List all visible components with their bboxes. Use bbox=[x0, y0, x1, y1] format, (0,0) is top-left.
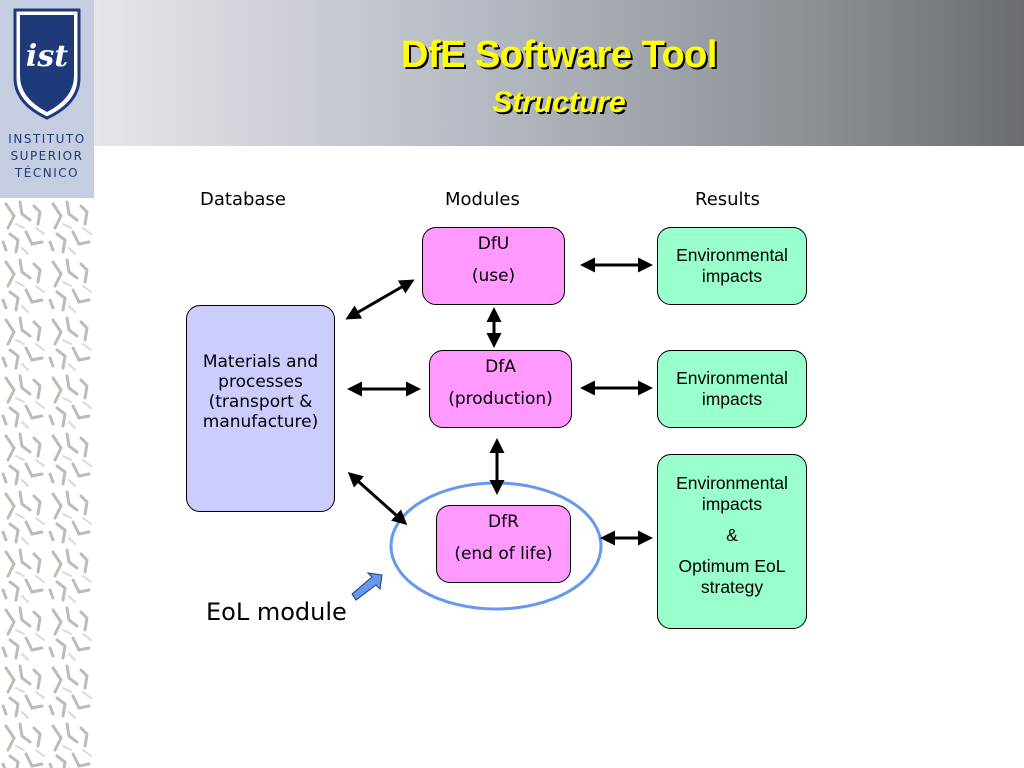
sidebar-decorative-pattern bbox=[0, 198, 94, 768]
database-line-3: (transport & bbox=[208, 392, 313, 412]
module-box-dfu: DfU (use) bbox=[422, 227, 565, 305]
module-box-dfa: DfA (production) bbox=[429, 350, 572, 428]
result-box-end-of-life: Environmental impacts & Optimum EoL stra… bbox=[657, 454, 807, 629]
result-box-use: Environmental impacts bbox=[657, 227, 807, 305]
module-box-dfr: DfR (end of life) bbox=[436, 505, 571, 583]
institution-line-2: SUPERIOR bbox=[10, 149, 84, 163]
ist-shield-logo: ist bbox=[13, 8, 81, 120]
sidebar: ist INSTITUTO SUPERIOR TÉCNICO bbox=[0, 0, 94, 768]
result-line: strategy bbox=[700, 577, 764, 597]
database-box: Materials and processes (transport & man… bbox=[186, 305, 335, 512]
result-line: impacts bbox=[701, 389, 763, 409]
result-line: impacts bbox=[701, 494, 763, 514]
result-line: Environmental bbox=[676, 473, 788, 493]
result-box-production: Environmental impacts bbox=[657, 350, 807, 428]
database-line-4: manufacture) bbox=[202, 412, 319, 432]
module-name: DfU bbox=[477, 234, 510, 254]
result-line: impacts bbox=[701, 266, 763, 286]
module-phase: (use) bbox=[471, 266, 516, 286]
module-name: DfR bbox=[488, 512, 519, 532]
arrow-db-to-dfr bbox=[347, 472, 408, 525]
result-line: & bbox=[726, 525, 738, 545]
module-phase: (end of life) bbox=[454, 544, 553, 564]
institution-logo-block: ist INSTITUTO SUPERIOR TÉCNICO bbox=[0, 0, 94, 198]
module-phase: (production) bbox=[448, 389, 553, 409]
eol-highlight-ellipse bbox=[389, 481, 603, 611]
slide-title: DfE Software Tool bbox=[401, 34, 717, 76]
logo-letters: ist bbox=[26, 39, 68, 74]
title-banner: DfE Software Tool Structure bbox=[94, 0, 1024, 146]
arrow-db-to-dfu bbox=[345, 279, 415, 320]
column-header-results: Results bbox=[695, 189, 760, 210]
slide-subtitle: Structure bbox=[492, 86, 626, 119]
database-line-2: processes bbox=[218, 372, 303, 392]
eol-pointer-arrow bbox=[351, 572, 383, 601]
database-line-1: Materials and bbox=[202, 352, 319, 372]
result-line: Optimum EoL bbox=[678, 556, 786, 576]
eol-module-label: EoL module bbox=[206, 598, 347, 626]
module-name: DfA bbox=[485, 357, 516, 377]
institution-line-1: INSTITUTO bbox=[8, 132, 86, 146]
column-header-modules: Modules bbox=[445, 189, 520, 210]
institution-line-3: TÉCNICO bbox=[14, 166, 80, 180]
column-header-database: Database bbox=[200, 189, 286, 210]
result-line: Environmental bbox=[676, 245, 788, 265]
result-line: Environmental bbox=[676, 368, 788, 388]
